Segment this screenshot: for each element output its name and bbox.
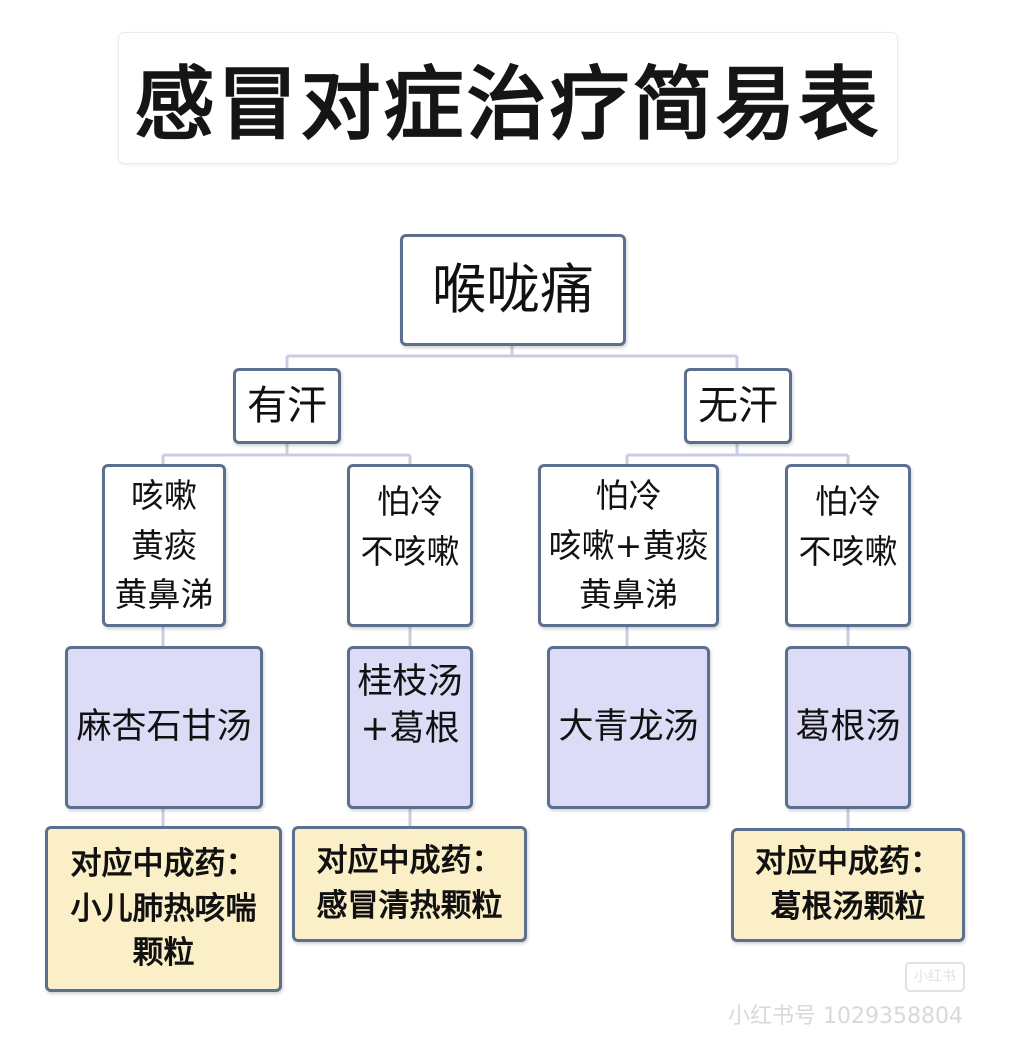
node-formula-maxing: 麻杏石甘汤 (65, 646, 263, 809)
connector-sweat-to-symptoms (161, 444, 412, 466)
page-title: 感冒对症治疗简易表 (134, 58, 882, 151)
node-text: 葛根汤颗粒 (770, 889, 926, 925)
watermark-text: 小红书号 1029358804 (728, 1004, 963, 1029)
node-text: 黄痰 (131, 525, 197, 565)
node-with-sweat: 有汗 (233, 368, 341, 444)
node-text: 颗粒 (132, 935, 195, 972)
node-symptoms-nosweat-cold: 怕冷 不咳嗽 (785, 464, 911, 627)
node-text: 怕冷 (595, 476, 662, 516)
node-text: 大青龙汤 (558, 706, 699, 747)
connector-root-to-branches (285, 346, 739, 370)
node-text: 小儿肺热咳喘 (70, 890, 257, 927)
node-text: 对应中成药： (70, 845, 257, 882)
node-formula-guizhi: 桂枝汤 +葛根 (347, 646, 473, 809)
node-text: +葛根 (360, 709, 460, 750)
node-symptoms-nosweat-cough: 怕冷 咳嗽+黄痰 黄鼻涕 (538, 464, 719, 627)
node-formula-gegen: 葛根汤 (785, 646, 911, 809)
watermark-logo: 小红书 (905, 962, 965, 992)
node-text: 有汗 (247, 383, 327, 429)
node-text: 咳嗽 (131, 476, 197, 516)
node-text: 咳嗽+黄痰 (548, 525, 709, 565)
node-patent-maxing: 对应中成药： 小儿肺热咳喘 颗粒 (45, 826, 282, 992)
node-text: 桂枝汤 (357, 662, 463, 702)
node-text: 无汗 (698, 383, 778, 429)
connector-formulas-to-patents (161, 809, 850, 828)
node-symptoms-sweat-cold: 怕冷 不咳嗽 (347, 464, 473, 627)
node-text: 不咳嗽 (360, 531, 460, 571)
title-box: 感冒对症治疗简易表 (118, 32, 898, 164)
node-symptoms-sweat-cough: 咳嗽 黄痰 黄鼻涕 (102, 464, 226, 627)
node-text: 黄鼻涕 (114, 575, 214, 615)
node-no-sweat: 无汗 (684, 368, 792, 444)
node-text: 对应中成药： (316, 843, 503, 880)
node-text: 怕冷 (377, 482, 443, 521)
connector-nosweat-to-symptoms (625, 444, 850, 466)
node-patent-gegen: 对应中成药： 葛根汤颗粒 (731, 828, 965, 942)
node-formula-daqinglong: 大青龙汤 (547, 646, 710, 809)
node-patent-guizhi: 对应中成药： 感冒清热颗粒 (292, 826, 527, 942)
node-text: 喉咙痛 (432, 257, 594, 321)
node-text: 对应中成药： (755, 844, 941, 881)
node-sore-throat: 喉咙痛 (400, 234, 626, 346)
node-text: 麻杏石甘汤 (76, 706, 252, 747)
node-text: 怕冷 (815, 482, 881, 521)
node-text: 不咳嗽 (798, 531, 898, 571)
connector-symptoms-to-formulas (161, 627, 850, 648)
node-text: 葛根汤 (795, 706, 901, 747)
node-text: 感冒清热颗粒 (316, 888, 503, 924)
node-text: 黄鼻涕 (579, 575, 678, 615)
